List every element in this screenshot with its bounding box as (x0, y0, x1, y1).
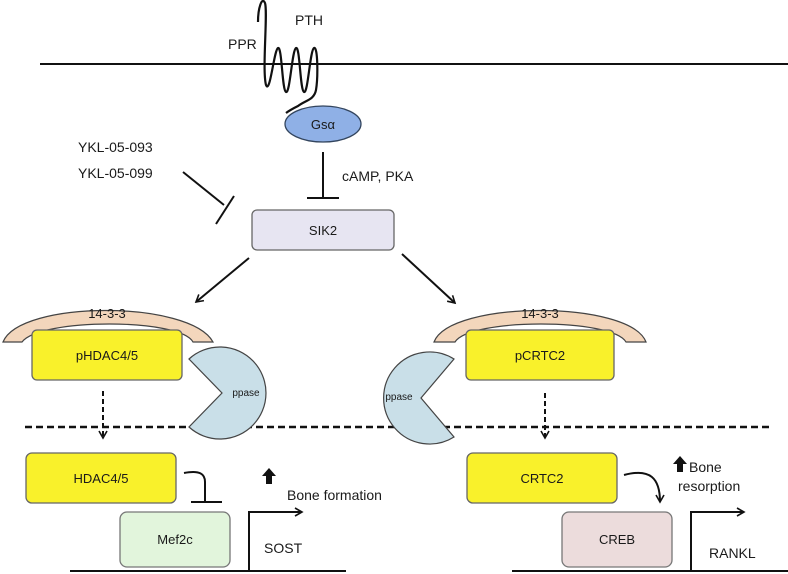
gsa-label: Gsα (311, 117, 336, 132)
inhibitor-bar (215, 195, 235, 225)
ppase-right-node: ppase (383, 351, 455, 445)
ppase-left-node: ppase (188, 346, 267, 440)
mef2c-node: Mef2c (119, 511, 231, 568)
crtc2-node: CRTC2 (466, 452, 618, 504)
sik2-label: SIK2 (309, 223, 337, 238)
phdac-label: pHDAC4/5 (76, 348, 138, 363)
phdac-node: pHDAC4/5 (31, 329, 183, 381)
ppase-left-label: ppase (232, 388, 260, 399)
bone-resorption-label-2: resorption (678, 478, 740, 494)
up-arrow-icon (262, 468, 276, 484)
creb-label: CREB (599, 532, 635, 547)
left-14-3-3-label: 14-3-3 (88, 306, 126, 321)
crtc2-label: CRTC2 (520, 471, 563, 486)
hdac-label: HDAC4/5 (74, 471, 129, 486)
ppase-right-label: ppase (385, 392, 413, 403)
right-14-3-3-node: 14-3-3 (433, 306, 647, 343)
ppr-receptor-icon (256, 0, 319, 114)
inhibitor-label-1: YKL-05-093 (78, 139, 153, 155)
bone-resorption-label-1: Bone (689, 459, 722, 475)
rankl-promoter-arrow (690, 507, 746, 571)
inhibitor-label-2: YKL-05-099 (78, 165, 153, 181)
crtc2-to-creb-arrow (623, 471, 665, 504)
pcrtc2-node: pCRTC2 (465, 329, 615, 381)
inhibitor-line (182, 171, 225, 206)
gsa-node: Gsα (284, 105, 362, 143)
bone-formation-label: Bone formation (287, 487, 382, 503)
pth-label: PTH (295, 12, 323, 28)
sik2-to-hdac-arrow (194, 257, 250, 304)
left-14-3-3-node: 14-3-3 (2, 306, 215, 343)
ppr-label: PPR (228, 36, 257, 52)
creb-node: CREB (561, 511, 673, 568)
hdac-node: HDAC4/5 (25, 452, 177, 504)
up-arrow-icon (673, 456, 687, 472)
rankl-label: RANKL (709, 545, 756, 561)
sik2-to-crtc2-arrow (401, 253, 457, 305)
right-14-3-3-label: 14-3-3 (521, 306, 559, 321)
sost-promoter-arrow (248, 507, 304, 571)
hdac-inhibition-line (183, 471, 206, 502)
pcrtc2-label: pCRTC2 (515, 348, 565, 363)
camp-pka-label: cAMP, PKA (342, 168, 414, 184)
sost-label: SOST (264, 540, 303, 556)
mef2c-label: Mef2c (157, 532, 193, 547)
sik2-node: SIK2 (251, 209, 395, 251)
